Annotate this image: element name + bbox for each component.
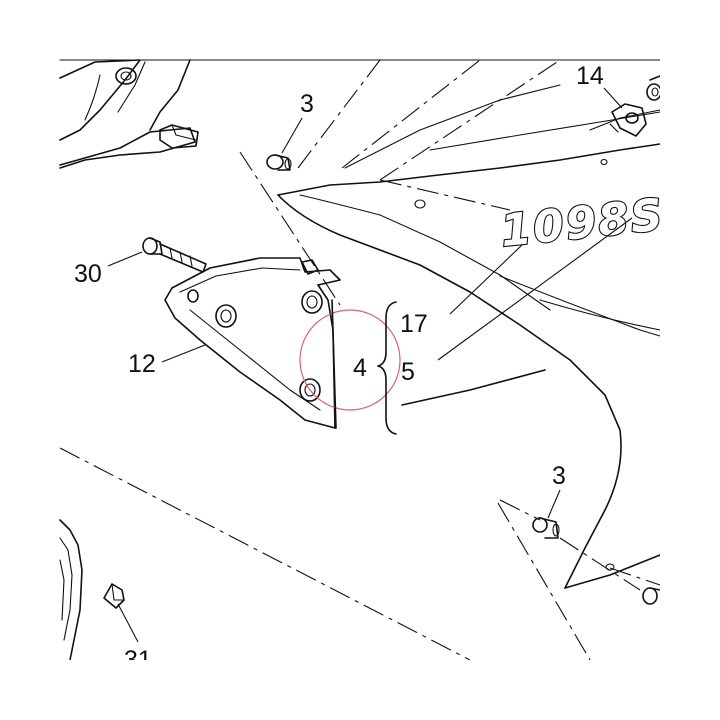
callout-12: 12 — [128, 350, 156, 378]
callout-3-lower: 3 — [552, 462, 566, 490]
center-lines — [59, 59, 661, 661]
group-brace — [377, 301, 397, 435]
callout-14: 14 — [576, 62, 604, 90]
grommet-part-3-upper — [266, 154, 292, 171]
leader-lines — [107, 87, 633, 643]
highlight-circle — [299, 309, 401, 411]
lower-left-component — [59, 519, 83, 661]
upper-left-fairing-part — [59, 59, 199, 169]
callout-3-upper: 3 — [300, 90, 314, 118]
callout-4: 4 — [353, 354, 367, 382]
bolt-part-30 — [142, 237, 207, 273]
strip-lines — [331, 299, 337, 429]
grommet-part-3-lower — [532, 517, 560, 539]
callout-17: 17 — [400, 310, 428, 338]
main-fairing-panel: 1098S — [277, 84, 668, 589]
bottom-mask — [0, 660, 720, 720]
grommet-lower-right — [642, 587, 661, 605]
right-mask — [660, 0, 720, 720]
speed-nut-part-31 — [103, 583, 125, 609]
callout-labels: 3 14 30 12 17 4 5 3 31 — [74, 62, 604, 674]
clip-part-14 — [609, 75, 662, 137]
bracket-part-12 — [164, 257, 341, 429]
callout-5: 5 — [401, 358, 415, 386]
callout-30: 30 — [74, 260, 102, 288]
brand-logo: 1098S — [498, 189, 667, 257]
